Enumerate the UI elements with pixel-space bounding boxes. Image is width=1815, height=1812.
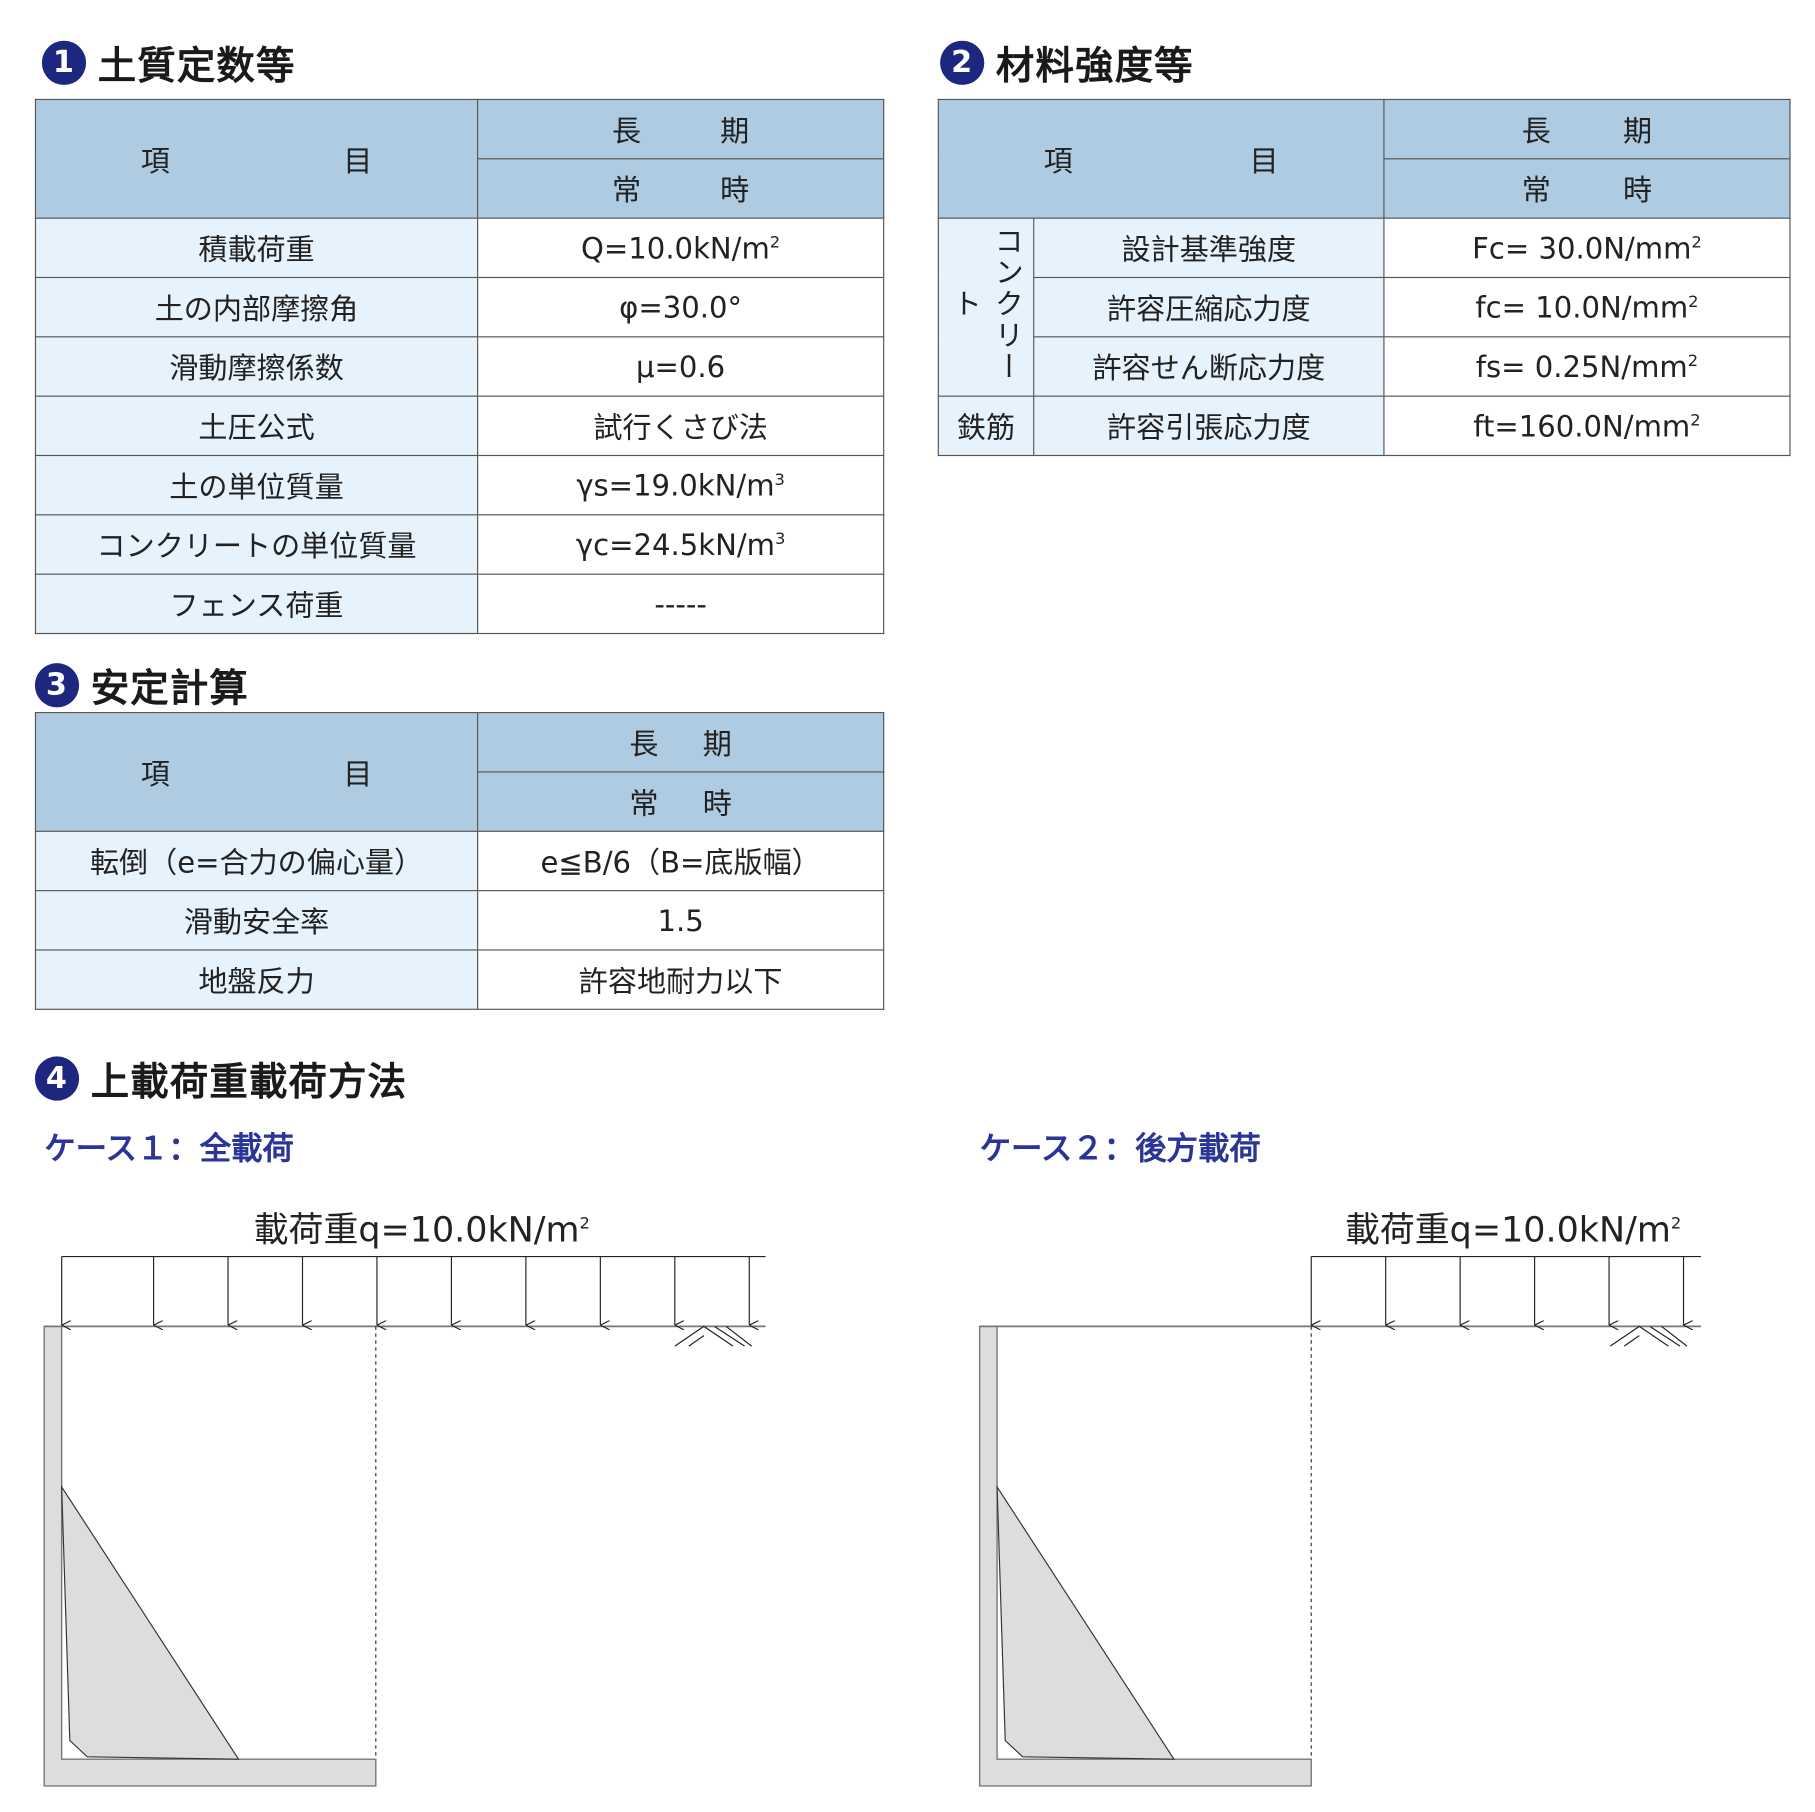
section1-heading: 1 土質定数等 (41, 35, 296, 91)
row-label: 許容せん断応力度 (1033, 336, 1385, 397)
section-title: 土質定数等 (97, 43, 296, 89)
soil-wedge (61, 1484, 240, 1760)
row-value: 許容地耐力以下 (477, 949, 885, 1010)
row-value: e≦B/6（B=底版幅） (477, 830, 885, 892)
row-value: γs=19.0kN/m3 (477, 454, 885, 516)
header-normal: 常時 (1383, 158, 1791, 219)
section3-heading: 3 安定計算 (34, 657, 249, 713)
row-label: 土の単位質量 (34, 454, 479, 516)
header-long-term: 長期 (477, 712, 885, 773)
soil-wedge (996, 1484, 1176, 1760)
row-label: 設計基準強度 (1033, 217, 1385, 279)
row-value: fc= 10.0N/mm2 (1383, 276, 1791, 338)
row-label: 土の内部摩擦角 (34, 276, 479, 338)
row-label: 許容引張応力度 (1033, 395, 1385, 457)
section-number-badge: 1 (41, 40, 87, 85)
row-label: 許容圧縮応力度 (1033, 276, 1385, 338)
row-value: Q=10.0kN/m2 (477, 217, 885, 279)
row-value: ----- (477, 573, 885, 635)
header-long-term: 長期 (477, 98, 885, 160)
header-item: 項目 (34, 98, 479, 219)
row-value: φ=30.0° (477, 276, 885, 338)
section4-heading: 4 上載荷重載荷方法 (34, 1051, 408, 1107)
header-item: 項目 (937, 98, 1385, 219)
case1-title: ケース１：全載荷 (44, 1130, 294, 1167)
table-row: 土圧公式試行くさび法 (34, 395, 885, 457)
row-label: 積載荷重 (34, 217, 479, 279)
section-title: 上載荷重載荷方法 (90, 1058, 408, 1105)
row-label: 滑動摩擦係数 (34, 336, 479, 397)
header-normal: 常時 (477, 158, 885, 219)
row-label: 滑動安全率 (34, 890, 479, 951)
case2-title: ケース２：後方載荷 (979, 1130, 1261, 1167)
row-label: 土圧公式 (34, 395, 479, 457)
row-value: γc=24.5kN/m3 (477, 514, 885, 575)
row-value: Fc= 30.0N/mm2 (1383, 217, 1791, 279)
section-title: 材料強度等 (995, 43, 1194, 89)
table-row: 地盤反力許容地耐力以下 (34, 949, 885, 1010)
row-value: μ=0.6 (477, 336, 885, 397)
header-long-term: 長期 (1383, 98, 1791, 160)
case1-load-label: 載荷重q=10.0kN/m2 (253, 1209, 590, 1251)
table-row: フェンス荷重----- (34, 573, 885, 635)
ground-hatch-icon (1609, 1325, 1688, 1347)
group-rebar: 鉄筋 (937, 395, 1035, 457)
table-row: 転倒（e=合力の偏心量）e≦B/6（B=底版幅） (34, 830, 885, 892)
section-number-badge: 2 (940, 40, 985, 85)
row-value: 試行くさび法 (477, 395, 885, 457)
ground-hatch-icon (674, 1325, 752, 1347)
row-value: 1.5 (477, 890, 885, 951)
row-label: コンクリートの単位質量 (34, 514, 479, 575)
section2-heading: 2 材料強度等 (940, 35, 1194, 91)
row-label: 地盤反力 (34, 949, 479, 1010)
group-concrete: コンクリート (937, 217, 1035, 397)
case2-load-label: 載荷重q=10.0kN/m2 (1344, 1209, 1682, 1251)
material-strength-table: 項目 長期 常時 コンクリート 設計基準強度 Fc= 30.0N/mm2 許容圧… (937, 98, 1791, 457)
row-value: ft=160.0N/mm2 (1383, 395, 1791, 457)
header-item: 項目 (34, 712, 479, 832)
row-label: 転倒（e=合力の偏心量） (34, 830, 479, 892)
section-title: 安定計算 (90, 665, 249, 711)
section-number-badge: 4 (34, 1056, 80, 1101)
section-number-badge: 3 (34, 663, 80, 708)
row-label: フェンス荷重 (34, 573, 479, 635)
